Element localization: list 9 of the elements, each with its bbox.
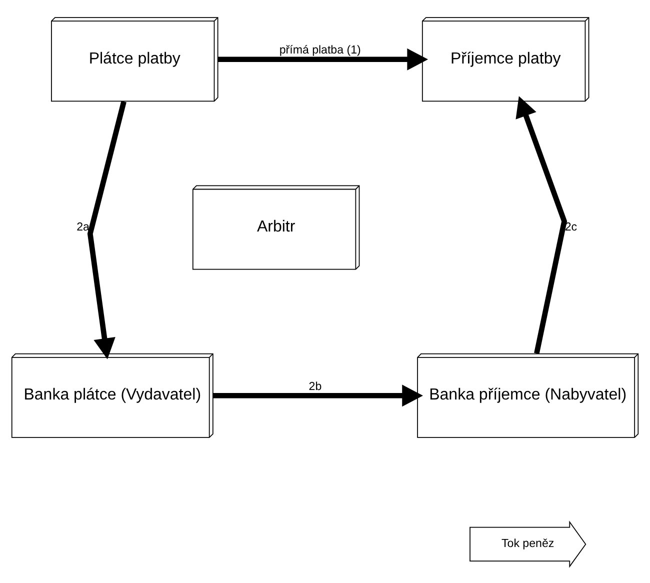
arrow [212,384,423,406]
arrow [516,96,567,354]
edge-label: 2c [564,221,578,234]
arrow [87,100,126,359]
edge-label: přímá platba (1) [279,44,361,56]
legend-label: Tok peněz [502,538,554,550]
arrow [218,48,428,70]
edge-label: 2b [308,380,322,392]
edge-label: 2a [76,221,90,234]
